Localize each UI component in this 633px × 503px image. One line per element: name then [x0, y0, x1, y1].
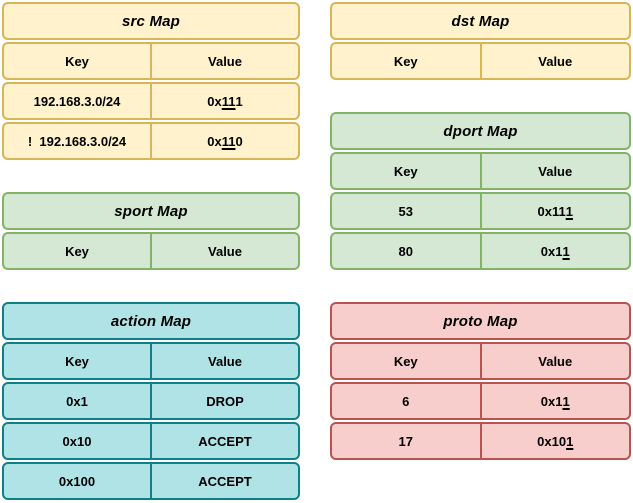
column-header-value: Value — [150, 344, 298, 378]
table-title-row: dport Map — [330, 112, 631, 150]
value-cell: ACCEPT — [150, 464, 298, 498]
value-pre: ACCEPT — [198, 433, 252, 449]
column-header-key: Key — [393, 163, 418, 179]
value-pre: 0x1 — [540, 393, 563, 409]
value-underlined: 11 — [221, 93, 236, 109]
key-cell: 0x10 — [62, 433, 92, 449]
column-header-key: Key — [65, 53, 89, 69]
value-underlined: 1 — [562, 243, 570, 259]
key-cell: 0x100 — [58, 473, 96, 489]
table-title-row: dst Map — [330, 2, 631, 40]
header-row: Key Value — [330, 152, 631, 190]
key-cell: 17 — [398, 433, 413, 449]
table-title-row: proto Map — [330, 302, 631, 340]
value-pre: ACCEPT — [198, 473, 252, 489]
table-title: action Map — [110, 312, 192, 330]
value-pre: 0x11 — [537, 203, 566, 219]
value-underlined: 11 — [221, 133, 236, 149]
table-title: dst Map — [451, 12, 510, 30]
header-row: Key Value — [2, 42, 300, 80]
value-pre: 0x — [207, 93, 222, 109]
value-pre: 0x — [207, 133, 222, 149]
key-cell: 80 — [398, 243, 413, 259]
dst-map-table: dst Map Key Value — [330, 2, 631, 80]
table-title: sport Map — [114, 202, 188, 220]
column-header-value: Value — [479, 44, 630, 78]
key-cell: 192.168.3.0/24 — [33, 93, 121, 109]
value-underlined: 1 — [562, 393, 570, 409]
table-title: proto Map — [443, 312, 518, 330]
key-cell: 0x1 — [66, 393, 88, 409]
column-header-value: Value — [479, 154, 630, 188]
table-row: 0x1 DROP — [2, 382, 300, 420]
column-header-value: Value — [150, 234, 298, 268]
header-row: Key Value — [2, 342, 300, 380]
table-title: dport Map — [443, 122, 518, 140]
table-title-row: action Map — [2, 302, 300, 340]
column-header-key: Key — [65, 353, 89, 369]
key-cell: ! 192.168.3.0/24 — [27, 133, 127, 149]
column-header-key: Key — [393, 353, 418, 369]
value-post: 0 — [235, 133, 243, 149]
key-cell: 53 — [398, 203, 413, 219]
value-underlined: 1 — [565, 203, 573, 219]
table-title-row: sport Map — [2, 192, 300, 230]
header-row: Key Value — [330, 342, 631, 380]
value-pre: 0x10 — [537, 433, 567, 449]
value-cell: ACCEPT — [150, 424, 298, 458]
value-post: 1 — [235, 93, 243, 109]
action-map-table: action Map Key Value 0x1 DROP 0x10 ACCEP… — [2, 302, 300, 500]
key-cell: 6 — [402, 393, 410, 409]
column-header-key: Key — [65, 243, 89, 259]
header-row: Key Value — [330, 42, 631, 80]
column-header-key: Key — [393, 53, 418, 69]
value-underlined: 1 — [566, 433, 574, 449]
column-header-value: Value — [150, 44, 298, 78]
table-title: src Map — [121, 12, 181, 30]
table-row: 0x10 ACCEPT — [2, 422, 300, 460]
table-title-row: src Map — [2, 2, 300, 40]
value-cell: DROP — [150, 384, 298, 418]
header-row: Key Value — [2, 232, 300, 270]
value-pre: DROP — [206, 393, 244, 409]
column-header-value: Value — [479, 344, 630, 378]
sport-map-table: sport Map Key Value — [2, 192, 300, 270]
table-row: 0x100 ACCEPT — [2, 462, 300, 500]
value-pre: 0x1 — [540, 243, 563, 259]
